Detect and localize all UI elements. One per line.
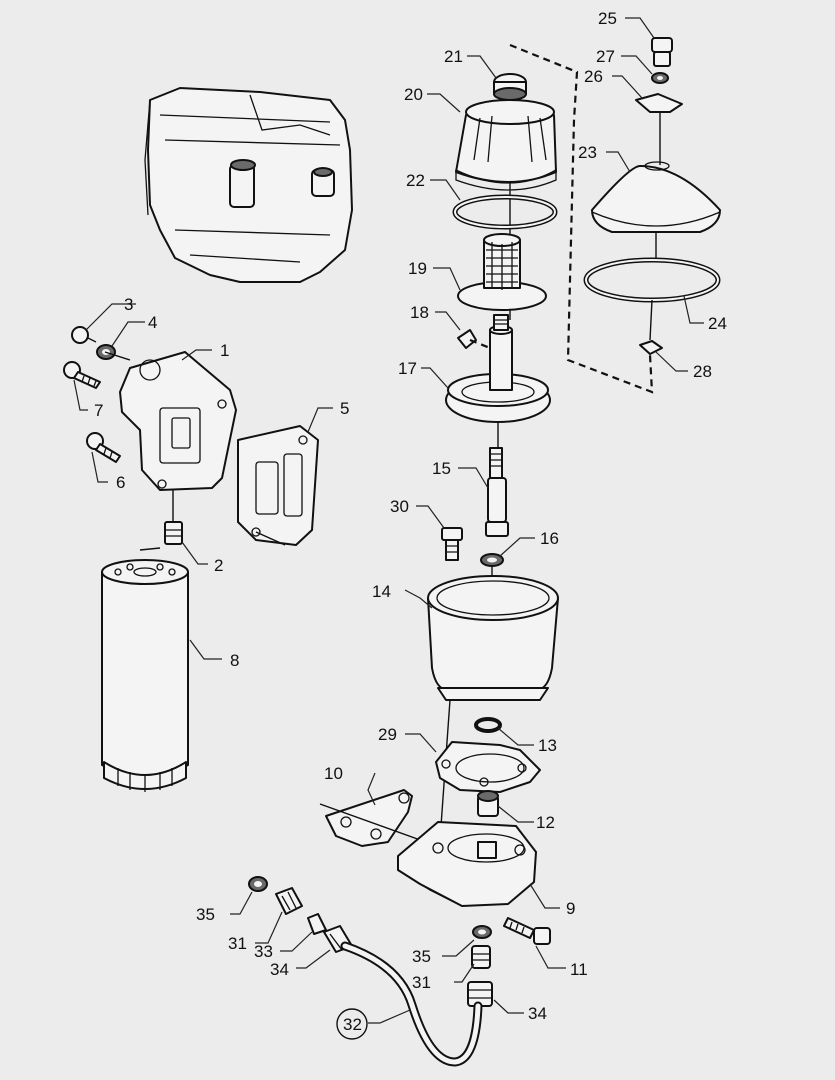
engine-overview-illustration <box>144 87 353 283</box>
label-23: 23 <box>578 143 597 162</box>
part-25-bolt <box>651 37 673 67</box>
part-3-bolt <box>71 326 97 344</box>
part-29-gasket <box>435 741 541 793</box>
part-34-nut-lower <box>467 981 493 1007</box>
part-2-nipple <box>164 521 183 545</box>
part-30-bolt <box>441 527 463 561</box>
callout-32-circle <box>336 1008 368 1040</box>
label-34-right: 34 <box>528 1004 547 1023</box>
label-17: 17 <box>398 359 417 378</box>
label-31-left: 31 <box>228 934 247 953</box>
part-18-plug <box>457 329 491 350</box>
leader-lines <box>73 17 704 1024</box>
part-5-gasket <box>237 425 319 546</box>
part-9-filter-base <box>397 821 537 907</box>
label-4: 4 <box>148 313 157 332</box>
label-24: 24 <box>708 314 727 333</box>
part-11-bolt <box>503 917 551 945</box>
part-24-o-ring <box>583 257 721 303</box>
label-35-left: 35 <box>196 905 215 924</box>
label-20: 20 <box>404 85 423 104</box>
label-15: 15 <box>432 459 451 478</box>
part-21-nut <box>493 73 527 101</box>
part-20-cover <box>455 99 557 191</box>
label-9: 9 <box>566 899 575 918</box>
label-13: 13 <box>538 736 557 755</box>
part-8-oil-filter <box>101 559 189 792</box>
label-16: 16 <box>540 529 559 548</box>
engine-filter-mount-highlight <box>229 159 335 208</box>
part-28-clip <box>639 340 663 355</box>
label-12: 12 <box>536 813 555 832</box>
label-31-right: 31 <box>412 973 431 992</box>
label-14: 14 <box>372 582 391 601</box>
label-7: 7 <box>94 401 103 420</box>
label-21: 21 <box>444 47 463 66</box>
label-2: 2 <box>214 556 223 575</box>
part-15-spindle <box>485 447 509 537</box>
label-26: 26 <box>584 67 603 86</box>
label-30: 30 <box>390 497 409 516</box>
part-31-banjo-lower <box>471 945 491 969</box>
part-31-banjo-left <box>275 887 303 915</box>
part-27-washer <box>651 72 669 84</box>
label-25: 25 <box>598 9 617 28</box>
part-33-adapter <box>307 913 327 935</box>
part-7-bolt <box>63 361 101 389</box>
label-29: 29 <box>378 725 397 744</box>
part-22-o-ring <box>452 194 558 230</box>
part-26-clip <box>635 93 683 113</box>
part-6-bolt <box>86 432 121 463</box>
label-6: 6 <box>116 473 125 492</box>
label-8: 8 <box>230 651 239 670</box>
label-34-left: 34 <box>270 960 289 979</box>
part-32-pipe <box>340 941 483 1067</box>
part-23-cone-cover <box>591 161 721 233</box>
part-35-washer-left <box>248 876 268 892</box>
label-27: 27 <box>596 47 615 66</box>
label-3: 3 <box>124 295 133 314</box>
part-13-seal-ring <box>474 717 502 733</box>
label-5: 5 <box>340 399 349 418</box>
label-22: 22 <box>406 171 425 190</box>
part-17-base-with-spindle <box>445 314 551 423</box>
part-16-washer <box>480 553 504 567</box>
label-19: 19 <box>408 259 427 278</box>
label-1: 1 <box>220 341 229 360</box>
part-35-washer-lower <box>472 925 492 939</box>
part-12-fitting <box>477 790 499 817</box>
label-18: 18 <box>410 303 429 322</box>
label-32: 32 <box>343 1015 362 1034</box>
part-1-filter-head <box>119 351 237 491</box>
part-14-centrifuge-bowl <box>427 575 559 701</box>
label-33: 33 <box>254 942 273 961</box>
label-28: 28 <box>693 362 712 381</box>
label-35-right: 35 <box>412 947 431 966</box>
part-19-filter-element <box>457 233 547 311</box>
label-11: 11 <box>570 960 588 979</box>
part-10-bracket <box>325 789 413 847</box>
label-10: 10 <box>324 764 343 783</box>
